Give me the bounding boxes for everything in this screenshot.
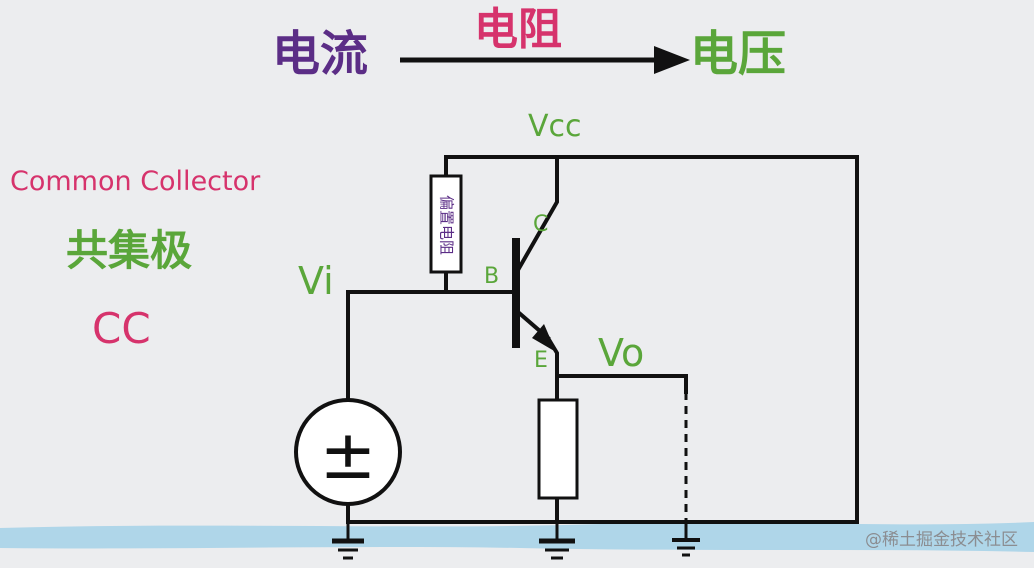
vcc-rail-wire	[346, 155, 859, 524]
ground-band	[0, 522, 1034, 552]
vcc-label: Vcc	[528, 109, 582, 144]
ground-icon-load	[672, 522, 700, 557]
transistor-base-bar	[512, 238, 520, 348]
bias-resistor-label: 偏置电阻	[438, 195, 456, 255]
emitter-resistor-body	[537, 398, 579, 500]
emitter-arrow-icon	[532, 324, 556, 352]
title-resistance: 电阻	[474, 4, 562, 55]
watermark: @稀土掘金技术社区	[865, 530, 1018, 550]
vi-label: Vi	[298, 259, 334, 303]
title-voltage: 电压	[690, 26, 787, 82]
bias-resistor-body	[429, 174, 463, 274]
collector-label: C	[533, 212, 549, 237]
ground-icon-source	[332, 522, 364, 560]
base-wire	[346, 290, 516, 406]
ground-icon-emitter	[539, 522, 575, 560]
output-wire	[555, 374, 688, 394]
title-current: 电流	[272, 26, 369, 82]
source-plus-minus: ±	[320, 416, 377, 495]
emitter-label: E	[534, 348, 548, 373]
base-label: B	[484, 264, 500, 289]
config-english-label: Common Collector	[10, 166, 261, 197]
vo-label: Vo	[598, 331, 645, 375]
title-arrow-head	[654, 46, 690, 74]
voltage-source-circle	[294, 398, 402, 506]
config-abbr-label: CC	[92, 304, 151, 353]
collector-wire	[515, 155, 559, 273]
config-chinese-label: 共集极	[66, 226, 193, 275]
